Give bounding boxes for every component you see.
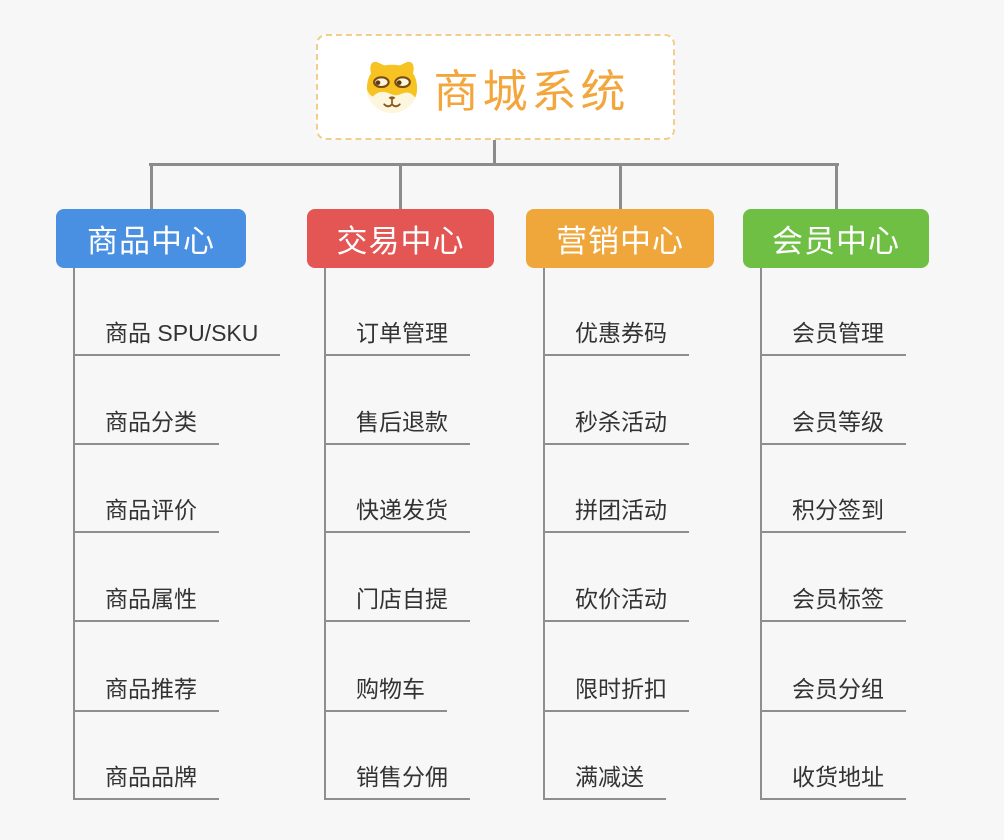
- leaf-topic[interactable]: 会员标签: [760, 586, 906, 622]
- branch-topic-product-center[interactable]: 商品中心: [56, 209, 246, 268]
- root-topic[interactable]: 商城系统: [316, 34, 675, 140]
- leaf-topic[interactable]: 快递发货: [324, 497, 470, 533]
- connector-root-stub: [493, 139, 496, 165]
- leaf-topic[interactable]: 会员等级: [760, 409, 906, 445]
- leaf-topic[interactable]: 商品属性: [73, 586, 219, 622]
- leaf-topic[interactable]: 商品品牌: [73, 764, 219, 800]
- connector-drop-member-center: [834, 163, 838, 209]
- leaf-topic[interactable]: 商品分类: [73, 409, 219, 445]
- branch-topic-trade-center[interactable]: 交易中心: [307, 209, 494, 268]
- leaf-topic[interactable]: 收货地址: [760, 764, 906, 800]
- leaf-topic[interactable]: 积分签到: [760, 497, 906, 533]
- leaf-topic[interactable]: 拼团活动: [543, 497, 689, 533]
- leaf-topic[interactable]: 订单管理: [324, 320, 470, 356]
- connector-drop-product-center: [149, 163, 153, 209]
- branch-topic-marketing-center[interactable]: 营销中心: [526, 209, 714, 268]
- connector-drop-trade-center: [399, 163, 402, 209]
- leaf-topic[interactable]: 优惠券码: [543, 320, 689, 356]
- leaf-topic[interactable]: 商品推荐: [73, 676, 219, 712]
- leaf-topic[interactable]: 门店自提: [324, 586, 470, 622]
- leaf-topic[interactable]: 商品 SPU/SKU: [73, 320, 281, 356]
- leaf-topic[interactable]: 会员管理: [760, 320, 906, 356]
- leaf-topic[interactable]: 限时折扣: [543, 676, 689, 712]
- dog-face-icon: [367, 61, 418, 114]
- connector-drop-marketing-center: [618, 163, 622, 209]
- leaf-topic[interactable]: 销售分佣: [324, 764, 470, 800]
- leaf-topic[interactable]: 商品评价: [73, 497, 219, 533]
- leaf-topic[interactable]: 秒杀活动: [543, 409, 689, 445]
- leaf-topic[interactable]: 满减送: [543, 764, 666, 800]
- trunk-line-marketing-center: [543, 268, 545, 800]
- branch-topic-member-center[interactable]: 会员中心: [743, 209, 929, 268]
- root-topic-label: 商城系统: [433, 65, 630, 117]
- trunk-line-member-center: [760, 268, 762, 800]
- leaf-topic[interactable]: 会员分组: [760, 676, 906, 712]
- trunk-line-trade-center: [324, 268, 326, 800]
- leaf-topic[interactable]: 售后退款: [324, 409, 470, 445]
- leaf-topic[interactable]: 购物车: [324, 676, 447, 712]
- connector-horizontal-rail: [149, 163, 839, 166]
- leaf-topic[interactable]: 砍价活动: [543, 586, 689, 622]
- trunk-line-product-center: [73, 268, 75, 800]
